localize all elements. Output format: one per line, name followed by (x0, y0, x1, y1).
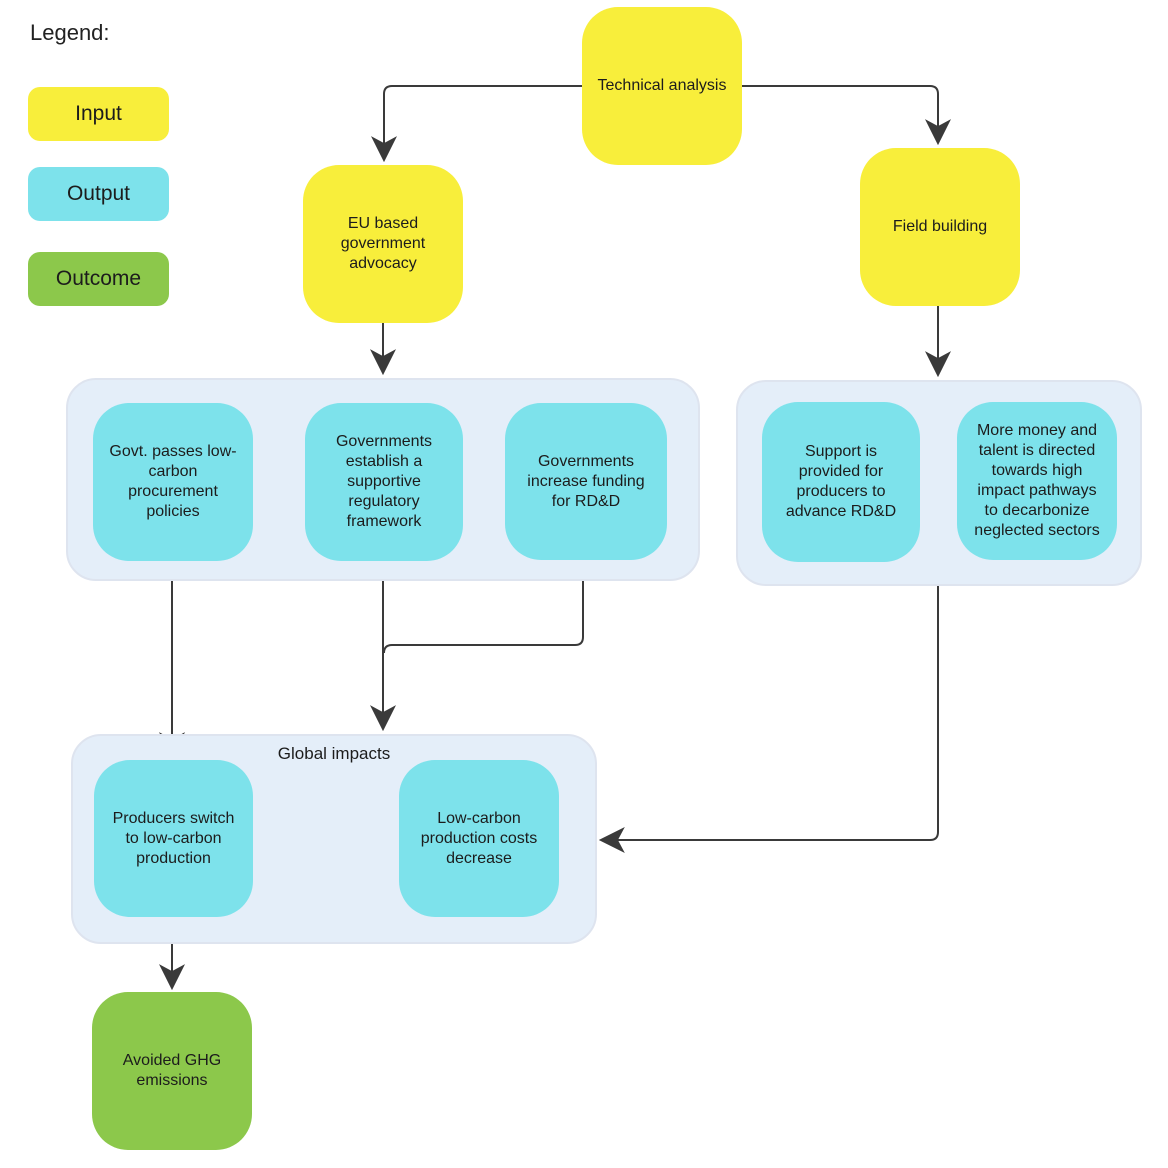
legend-item-outcome: Outcome (28, 252, 169, 306)
node-eu-advocacy: EU based government advocacy (303, 165, 463, 323)
node-rdd-funding: Governments increase funding for RD&D (505, 403, 667, 560)
node-production-costs: Low-carbon production costs decrease (399, 760, 559, 917)
legend-item-input-label: Input (75, 102, 122, 125)
node-govt-procurement-label: Govt. passes low-carbon procurement poli… (109, 443, 237, 520)
node-regulatory-framework: Governments establish a supportive regul… (305, 403, 463, 561)
node-technical-analysis-label: Technical analysis (597, 77, 727, 94)
node-govt-procurement: Govt. passes low-carbon procurement poli… (93, 403, 253, 561)
arrow-technical-to-eu-advocacy (371, 85, 582, 163)
node-technical-analysis: Technical analysis (582, 7, 742, 165)
arrow-field-outputs-to-global-impacts (598, 586, 939, 853)
node-avoided-ghg-label: Avoided GHG emissions (122, 1052, 222, 1089)
node-money-talent: More money and talent is directed toward… (957, 402, 1117, 560)
global-impacts-label: Global impacts (277, 744, 391, 763)
node-money-talent-label: More money and talent is directed toward… (974, 422, 1100, 539)
node-field-building: Field building (860, 148, 1020, 306)
legend-item-output: Output (28, 167, 169, 221)
node-avoided-ghg: Avoided GHG emissions (92, 992, 252, 1150)
legend-title: Legend: (30, 20, 110, 45)
legend-item-output-label: Output (66, 182, 131, 205)
legend-item-outcome-label: Outcome (55, 267, 142, 290)
node-regulatory-framework-label: Governments establish a supportive regul… (335, 433, 433, 530)
node-producer-support: Support is provided for producers to adv… (762, 402, 920, 562)
node-producer-support-label: Support is provided for producers to adv… (785, 443, 897, 520)
node-eu-advocacy-label: EU based government advocacy (340, 215, 426, 272)
node-producers-switch-label: Producers switch to low-carbon productio… (112, 809, 235, 867)
node-producers-switch: Producers switch to low-carbon productio… (94, 760, 253, 917)
legend-item-input: Input (28, 87, 169, 141)
node-production-costs-label: Low-carbon production costs decrease (420, 809, 538, 867)
node-field-building-label: Field building (892, 218, 988, 235)
node-rdd-funding-label: Governments increase funding for RD&D (527, 452, 645, 510)
arrow-technical-to-field-building (742, 85, 951, 146)
